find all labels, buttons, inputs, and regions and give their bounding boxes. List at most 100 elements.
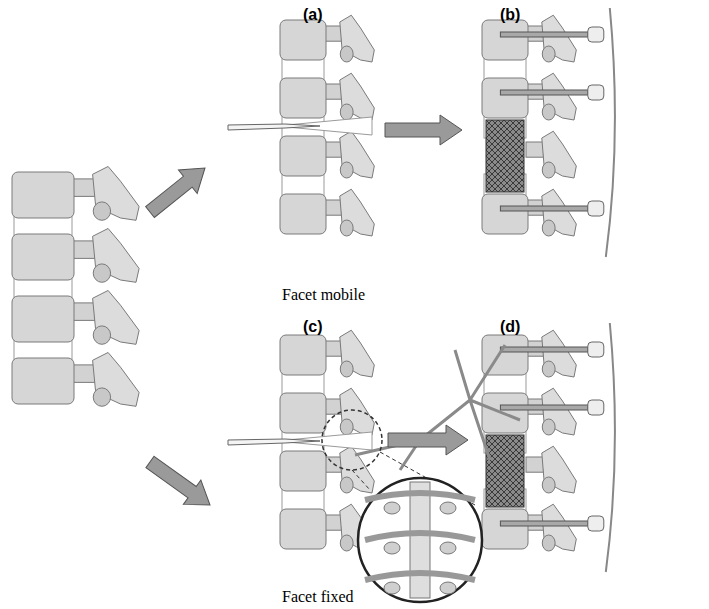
intervertebral-disc	[14, 216, 72, 236]
vertebral-body	[12, 358, 74, 404]
facet-joint	[340, 46, 353, 62]
vertebral-body	[12, 234, 74, 280]
facet-joint	[340, 220, 353, 236]
intervertebral-disc	[484, 58, 526, 80]
panel-caption: Facet fixed	[282, 588, 354, 606]
posterior-view	[365, 482, 475, 598]
vertebral-body	[280, 509, 326, 549]
facet-joint	[93, 202, 110, 220]
facet-joint	[542, 477, 555, 493]
screw-head	[588, 342, 604, 357]
intervertebral-disc	[282, 174, 324, 196]
intervertebral-disc	[282, 489, 324, 511]
facet-joint	[340, 104, 353, 120]
spinous-process	[542, 504, 577, 551]
pedicle-screw	[500, 521, 587, 526]
spinous-process	[542, 330, 577, 377]
pedicle	[72, 303, 96, 320]
spine-segment	[228, 330, 374, 551]
intervertebral-disc	[484, 373, 526, 395]
spinous-process	[542, 73, 577, 120]
vertebral-body	[280, 335, 326, 375]
spinous-process	[340, 189, 375, 236]
intervertebral-disc	[282, 58, 324, 80]
vertebral-body	[12, 172, 74, 218]
flow-arrow	[141, 450, 218, 517]
flow-arrow	[388, 425, 468, 455]
vertebral-body	[482, 78, 528, 118]
pedicle	[324, 142, 341, 157]
pedicle	[72, 365, 96, 382]
spinous-process	[542, 388, 577, 435]
vertebral-body	[12, 296, 74, 342]
spinal-rod	[606, 323, 615, 572]
pedicle	[72, 241, 96, 258]
vertebral-body	[280, 78, 326, 118]
spine-segment	[12, 166, 139, 406]
spinous-process	[542, 15, 577, 62]
pedicle-screw	[500, 32, 587, 37]
spinous-process	[542, 189, 577, 236]
facet-joint	[93, 388, 110, 406]
spine-segment	[228, 15, 374, 236]
facet-joint	[340, 535, 353, 551]
panel-letter: (b)	[500, 6, 520, 24]
facet-joint	[542, 419, 555, 435]
spinous-process	[340, 330, 375, 377]
facet-joint	[340, 162, 353, 178]
pedicle-screw	[500, 347, 587, 352]
panel-letter: (a)	[303, 6, 323, 24]
spinous-process	[542, 131, 577, 178]
pedicle	[324, 515, 341, 530]
zoom-inset	[358, 478, 482, 602]
facet-joint	[93, 326, 110, 344]
facet-joint	[340, 477, 353, 493]
spinous-process	[340, 15, 375, 62]
pedicle	[526, 142, 543, 157]
spine-segment	[482, 323, 615, 572]
pedicle	[72, 179, 96, 196]
mesh-cage	[486, 435, 524, 507]
spinous-process	[93, 166, 140, 220]
screw-head	[588, 201, 604, 216]
vertebral-body	[280, 194, 326, 234]
flow-arrow	[141, 156, 215, 223]
intervertebral-disc	[282, 373, 324, 395]
pedicle-screw	[500, 90, 587, 95]
pedicle	[324, 341, 341, 356]
vertebral-body	[280, 393, 326, 433]
spinous-process	[93, 290, 140, 344]
screw-head	[588, 400, 604, 415]
zoom-leader	[352, 470, 370, 490]
facet-joint	[542, 220, 555, 236]
vertebral-body	[482, 509, 528, 549]
facet-joint	[340, 419, 353, 435]
pedicle	[324, 84, 341, 99]
spine-segment	[482, 8, 615, 257]
spinous-process	[93, 228, 140, 282]
panel-letter: (c)	[303, 318, 323, 336]
facet-joint	[542, 104, 555, 120]
pedicle-screw	[500, 206, 587, 211]
pedicle	[324, 200, 341, 215]
panel-caption: Facet mobile	[282, 286, 365, 304]
screw-head	[588, 516, 604, 531]
vertebral-body	[482, 20, 528, 60]
intervertebral-disc	[14, 278, 72, 298]
mesh-cage	[486, 120, 524, 192]
vertebral-body	[280, 451, 326, 491]
spinous-process	[340, 73, 375, 120]
facet-joint	[93, 264, 110, 282]
facet-joint	[340, 361, 353, 377]
facet-joint	[542, 162, 555, 178]
screw-head	[588, 85, 604, 100]
fork-instrument	[355, 345, 520, 470]
pedicle-screw	[500, 405, 587, 410]
spinal-rod	[606, 8, 615, 257]
vertebral-body	[482, 194, 528, 234]
highlight-circle	[322, 410, 382, 470]
facet-joint	[542, 46, 555, 62]
scalpel	[228, 124, 320, 130]
vertebral-body	[280, 136, 326, 176]
